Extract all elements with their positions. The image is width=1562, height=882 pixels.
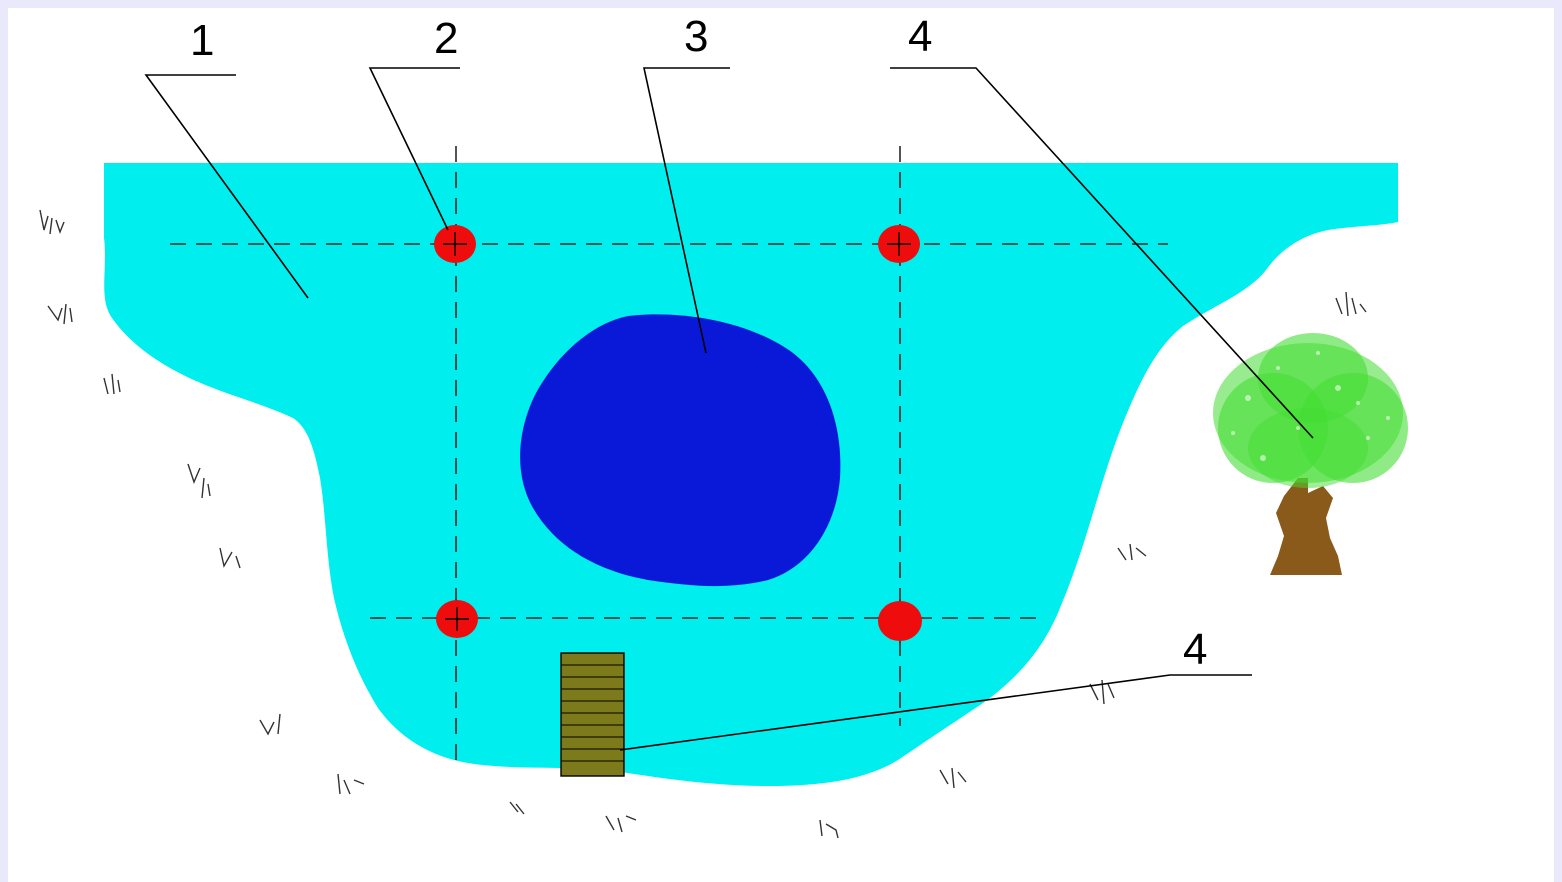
grass-tuft-icon: [605, 815, 637, 833]
grass-tuft-icon: [47, 303, 73, 325]
grass-tuft-icon: [219, 547, 241, 569]
tree-trunk: [1270, 478, 1342, 575]
diagram-canvas: 1 2 3 4 4: [8, 8, 1554, 882]
pond-diagram: 1 2 3 4 4: [39, 12, 1408, 839]
leader-line-3: [643, 67, 730, 354]
leader-line-4-bottom: [619, 674, 1252, 751]
grass-tuft-icon: [39, 209, 65, 235]
grass-tuft-icon: [509, 801, 525, 815]
marker-top-right: [878, 225, 920, 263]
marker-bottom-left: [436, 600, 478, 638]
grass-tuft-icon: [1335, 291, 1367, 317]
leader-line-1: [144, 74, 309, 299]
leader-line-4-top: [890, 67, 1314, 439]
callout-label-3: 3: [684, 12, 708, 61]
grass-tufts: [39, 209, 1367, 839]
callout-label-1: 1: [190, 16, 214, 65]
marker-bottom-right: [878, 601, 922, 641]
grass-tuft-icon: [187, 463, 211, 499]
grass-tuft-icon: [1117, 543, 1147, 561]
callout-label-2: 2: [434, 14, 458, 63]
tree-icon: [1213, 333, 1408, 575]
grass-tuft-icon: [337, 773, 365, 795]
callout-label-4-bottom: 4: [1183, 625, 1207, 674]
grass-tuft-icon: [939, 767, 967, 789]
grass-tuft-icon: [103, 373, 121, 395]
callout-label-4-top: 4: [908, 12, 932, 61]
marker-top-left: [434, 225, 476, 263]
grass-tuft-icon: [819, 819, 839, 839]
ladder-icon: [560, 652, 625, 777]
deep-water-zone: [520, 314, 841, 587]
grass-tuft-icon: [259, 713, 281, 736]
leader-line-2: [368, 67, 460, 231]
tree-foliage: [1213, 333, 1408, 488]
